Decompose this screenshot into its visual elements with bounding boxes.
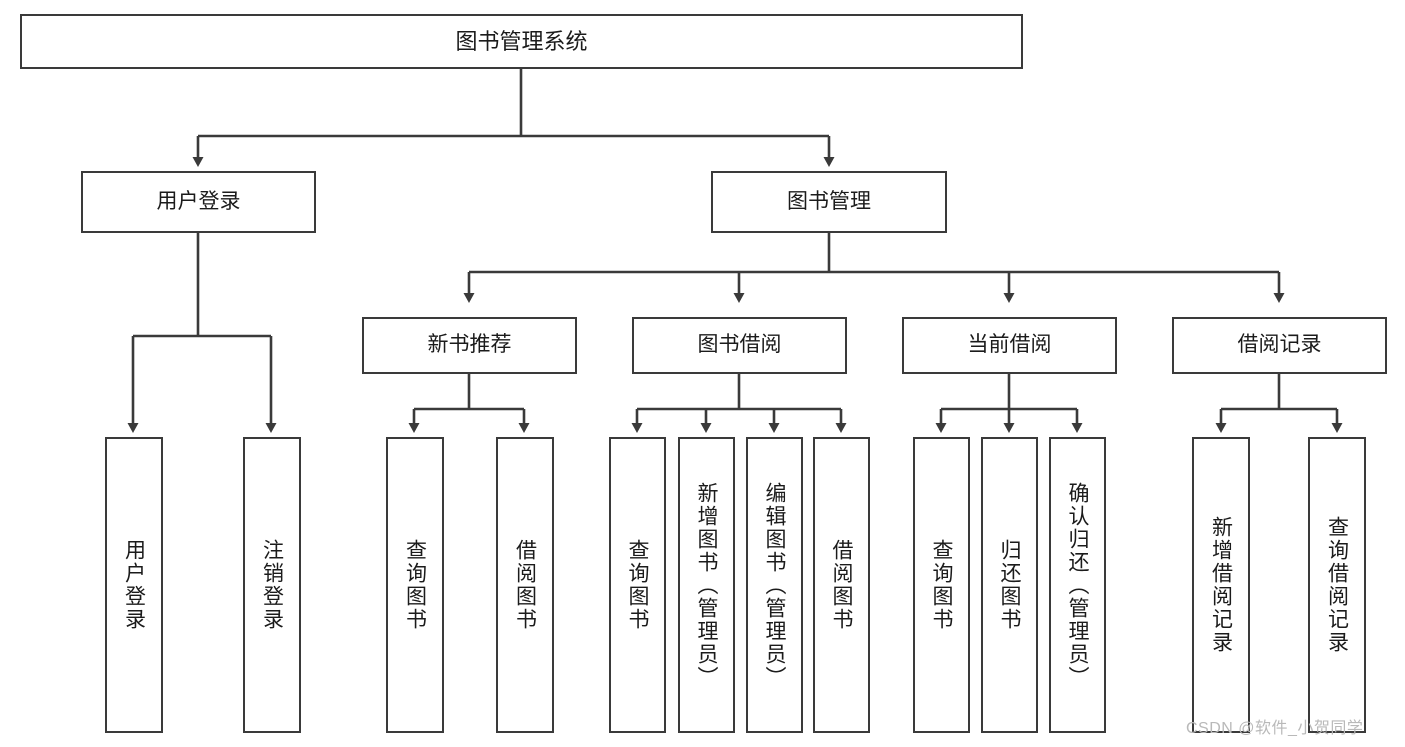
node-current-borrow[interactable]: 当前借阅: [902, 317, 1117, 374]
leaf-borrow-book[interactable]: 借阅图书: [813, 437, 870, 733]
leaf-query-book-borrow[interactable]: 查询图书: [609, 437, 666, 733]
node-label: 查询图书: [403, 539, 427, 631]
node-new-book-recommend[interactable]: 新书推荐: [362, 317, 577, 374]
csdn-watermark: CSDN @软件_小贺同学: [1186, 720, 1364, 737]
node-label: 当前借阅: [967, 333, 1052, 357]
node-book-borrow[interactable]: 图书借阅: [632, 317, 847, 374]
leaf-logout[interactable]: 注销登录: [243, 437, 301, 733]
leaf-query-book-current[interactable]: 查询图书: [913, 437, 970, 733]
node-root-book-management-system[interactable]: 图书管理系统: [20, 14, 1023, 69]
node-label: 图书借阅: [697, 333, 782, 357]
leaf-user-login[interactable]: 用户登录: [105, 437, 163, 733]
node-label: 用户登录: [156, 189, 241, 213]
node-label: 图书管理: [787, 189, 871, 213]
node-label: 注销登录: [260, 539, 284, 631]
node-label: 新增借阅记录: [1209, 516, 1233, 654]
node-label: 用户登录: [122, 539, 146, 631]
node-borrow-record[interactable]: 借阅记录: [1172, 317, 1387, 374]
node-book-management[interactable]: 图书管理: [711, 171, 947, 233]
leaf-confirm-return-admin[interactable]: 确认归还（管理员）: [1049, 437, 1106, 733]
node-label: 归还图书: [998, 539, 1021, 631]
node-user-login[interactable]: 用户登录: [81, 171, 316, 233]
leaf-query-borrow-record[interactable]: 查询借阅记录: [1308, 437, 1366, 733]
node-label: 编辑图书（管理员）: [763, 481, 786, 689]
node-label: 图书管理系统: [455, 28, 588, 54]
node-label: 查询图书: [930, 539, 953, 631]
node-label: 新书推荐: [427, 333, 512, 357]
node-label: 确认归还（管理员）: [1066, 481, 1089, 689]
node-label: 借阅图书: [830, 539, 853, 631]
leaf-edit-book-admin[interactable]: 编辑图书（管理员）: [746, 437, 803, 733]
node-label: 查询图书: [626, 539, 649, 631]
leaf-query-book-recommend[interactable]: 查询图书: [386, 437, 444, 733]
node-label: 借阅图书: [513, 539, 537, 631]
node-label: 新增图书（管理员）: [695, 481, 718, 689]
node-label: 查询借阅记录: [1325, 516, 1349, 654]
leaf-borrow-book-recommend[interactable]: 借阅图书: [496, 437, 554, 733]
leaf-add-book-admin[interactable]: 新增图书（管理员）: [678, 437, 735, 733]
node-label: 借阅记录: [1237, 333, 1322, 357]
leaf-add-borrow-record[interactable]: 新增借阅记录: [1192, 437, 1250, 733]
leaf-return-book[interactable]: 归还图书: [981, 437, 1038, 733]
